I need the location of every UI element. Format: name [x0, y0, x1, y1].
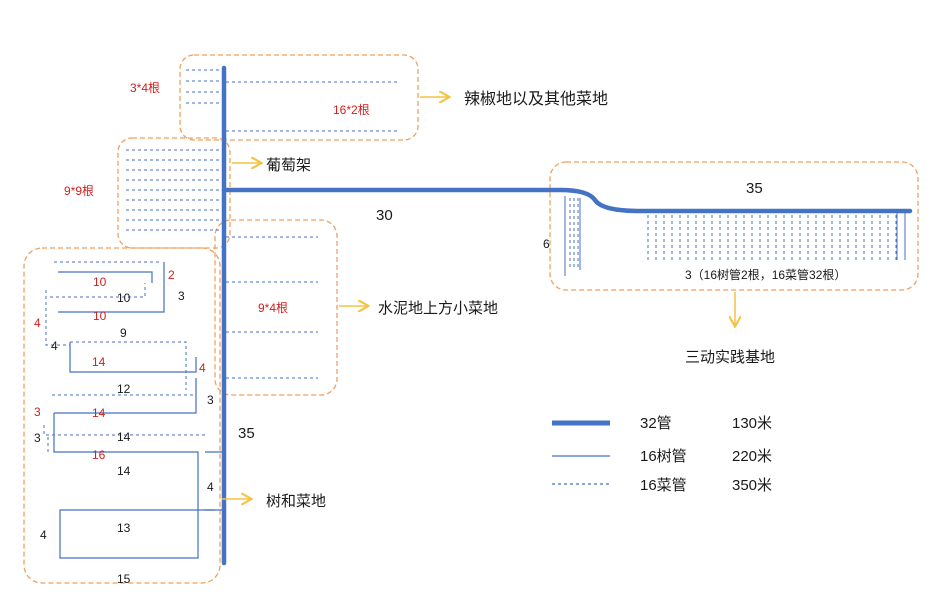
grape-dashed-pipes — [126, 149, 222, 231]
legend-length-16-veg: 350米 — [732, 477, 772, 494]
left-dark-12: 12 — [117, 382, 131, 396]
left-red-10-b: 10 — [93, 309, 107, 323]
arrows — [222, 97, 735, 499]
legend-name-16-veg: 16菜管 — [640, 477, 687, 494]
left-red-14-a: 14 — [92, 355, 106, 369]
left-red-16: 16 — [92, 448, 106, 462]
left-dark-15: 15 — [117, 572, 131, 586]
left-red-3-left: 3 — [34, 405, 41, 419]
box-pepper-area — [179, 54, 419, 141]
main-length-30: 30 — [376, 207, 393, 224]
grape-count: 9*9根 — [64, 184, 94, 198]
main-branch-right — [221, 187, 913, 214]
left-dark-14-a: 14 — [117, 430, 131, 444]
main-pipes — [221, 65, 913, 566]
cement-area-label: 水泥地上方小菜地 — [378, 300, 498, 317]
trunk-length-35: 35 — [238, 425, 255, 442]
tree-area-label: 树和菜地 — [266, 493, 326, 510]
left-red-4-right: 4 — [199, 361, 206, 375]
practice-base-pipes — [564, 196, 906, 276]
box-practice-base — [549, 161, 919, 291]
left-dark-4-bottom: 4 — [40, 528, 47, 542]
left-red-4-left: 4 — [34, 316, 41, 330]
left-red-14-b: 14 — [92, 406, 106, 420]
left-dark-4-left: 4 — [51, 339, 58, 353]
legend-name-16-tree: 16树管 — [640, 448, 687, 465]
tree-solid-pipes — [53, 262, 222, 559]
tree-side-4: 4 — [207, 480, 214, 494]
practice-length-35: 35 — [746, 180, 763, 197]
legend-length-32: 130米 — [732, 415, 772, 432]
left-dark-13: 13 — [117, 521, 131, 535]
pepper-area-label: 辣椒地以及其他菜地 — [464, 90, 608, 108]
legend-lines — [552, 420, 610, 485]
legend-length-16-tree: 220米 — [732, 448, 772, 465]
practice-base-dashed-pipes — [569, 198, 897, 268]
practice-height-6: 6 — [543, 237, 550, 251]
tree-dashed-pipes — [43, 261, 208, 452]
left-dark-9: 9 — [120, 326, 127, 340]
left-dark-3-left: 3 — [34, 431, 41, 445]
pepper-left-count: 3*4根 — [130, 81, 160, 95]
pepper-dashed-pipes — [186, 69, 398, 132]
left-dark-3-top: 3 — [178, 289, 185, 303]
left-dark-14-b: 14 — [117, 464, 131, 478]
box-tree-area — [23, 247, 221, 584]
cement-count: 9*4根 — [258, 301, 288, 315]
practice-base-label: 三动实践基地 — [685, 349, 775, 366]
tree-side-3: 3 — [207, 393, 214, 407]
box-grape-area — [117, 137, 231, 249]
left-dark-10: 10 — [117, 291, 131, 305]
left-red-10-a: 10 — [93, 275, 107, 289]
legend-name-32: 32管 — [640, 415, 672, 432]
box-cement-area — [214, 219, 338, 396]
pepper-right-count: 16*2根 — [333, 103, 370, 117]
area-boxes — [23, 54, 919, 584]
practice-note: 3（16树管2根，16菜管32根） — [685, 267, 846, 282]
grape-area-label: 葡萄架 — [266, 157, 311, 174]
left-red-2: 2 — [168, 268, 175, 282]
